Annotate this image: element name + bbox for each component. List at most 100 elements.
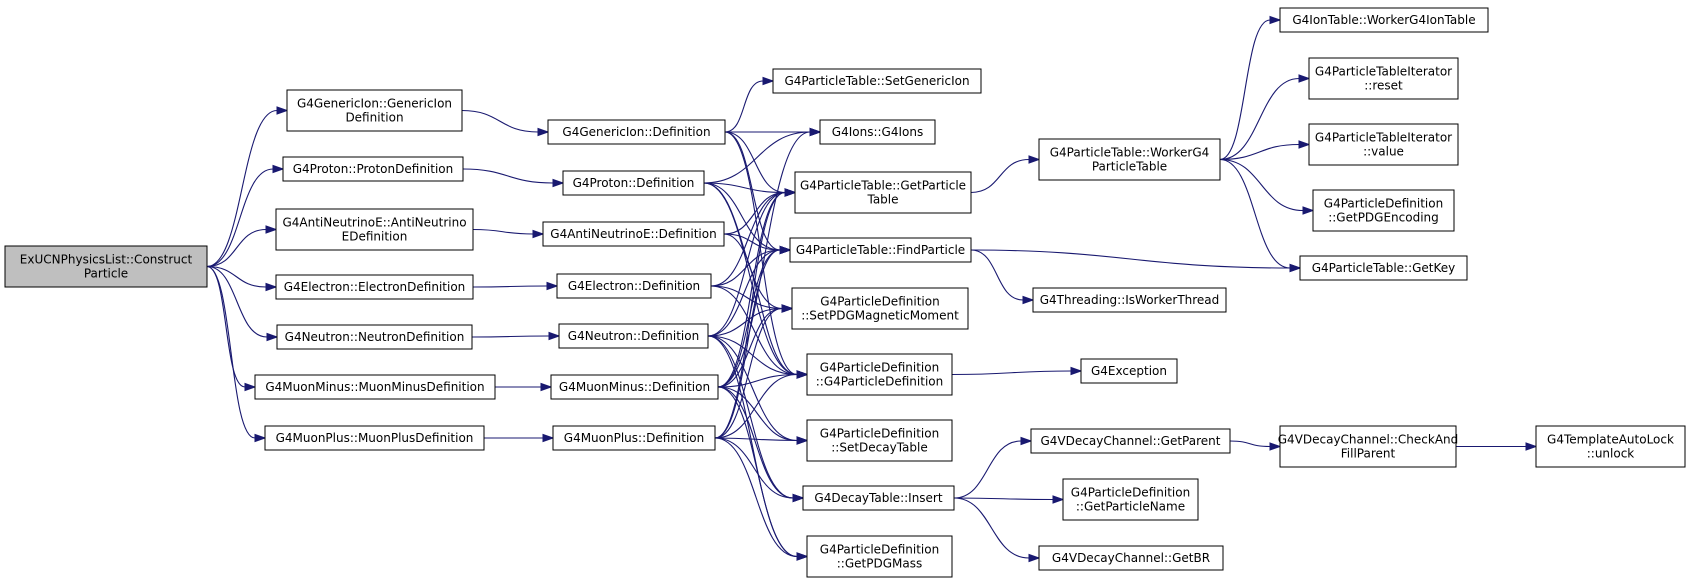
arrowhead-icon — [254, 433, 267, 443]
node-set_dt[interactable]: G4ParticleDefinition::SetDecayTable — [806, 419, 953, 462]
node-box — [562, 170, 705, 196]
arrowhead-icon — [1525, 442, 1538, 451]
edge-root-to-pr_def0 — [206, 164, 285, 268]
node-box — [794, 171, 972, 214]
node-mp_def0[interactable]: G4MuonPlus::MuonPlusDefinition — [264, 425, 485, 451]
arrowhead-icon — [1298, 74, 1311, 83]
node-set_mm[interactable]: G4ParticleDefinition::SetPDGMagneticMome… — [791, 287, 969, 330]
node-find_p[interactable]: G4ParticleTable::FindParticle — [789, 237, 972, 263]
edge-mp_def-to-get_pt — [714, 188, 797, 439]
edge-line — [953, 497, 1030, 559]
node-pd_ctor[interactable]: G4ParticleDefinition::G4ParticleDefiniti… — [806, 353, 953, 396]
edge-line — [717, 307, 783, 388]
node-label: FillParent — [1341, 447, 1396, 461]
arrowhead-icon — [781, 304, 794, 313]
node-label: G4GenericIon::Definition — [562, 125, 710, 139]
arrowhead-icon — [1028, 553, 1041, 563]
node-box — [1312, 189, 1455, 232]
node-mm_def[interactable]: G4MuonMinus::Definition — [550, 374, 719, 400]
edge-root-to-ne_def0 — [206, 265, 279, 342]
node-label: G4ParticleDefinition — [820, 543, 939, 557]
node-box — [552, 425, 716, 451]
node-label: G4DecayTable::Insert — [814, 491, 942, 505]
node-label: ::unlock — [1587, 447, 1635, 461]
edge-worker_pt-to-worker_ion — [1219, 15, 1282, 161]
edge-line — [707, 191, 786, 337]
arrowhead-icon — [1298, 140, 1311, 149]
edge-line — [472, 228, 534, 235]
edge-get_parent-to-check_fill — [1229, 440, 1282, 451]
edge-line — [714, 307, 783, 439]
edge-line — [717, 386, 794, 499]
node-is_worker[interactable]: G4Threading::IsWorkerThread — [1032, 287, 1227, 313]
arrowhead-icon — [546, 281, 559, 291]
arrowhead-icon — [1302, 206, 1315, 215]
node-label: Table — [866, 193, 898, 207]
node-set_gi[interactable]: G4ParticleTable::SetGenericIon — [772, 68, 982, 94]
node-ions[interactable]: G4Ions::G4Ions — [819, 119, 936, 145]
node-box — [1279, 7, 1489, 33]
edge-mp_def-to-get_mass — [714, 437, 809, 561]
node-worker_ion[interactable]: G4IonTable::WorkerG4IonTable — [1279, 7, 1489, 33]
edge-line — [703, 182, 781, 251]
node-mm_def0[interactable]: G4MuonMinus::MuonMinusDefinition — [254, 374, 496, 400]
node-an_def[interactable]: G4AntiNeutrinoE::Definition — [542, 221, 725, 247]
edge-line — [724, 80, 764, 133]
node-label: ::GetPDGEncoding — [1328, 211, 1439, 225]
edge-pd_ctor-to-exception — [951, 366, 1083, 376]
node-get_enc[interactable]: G4ParticleDefinition::GetPDGEncoding — [1312, 189, 1455, 232]
node-box — [806, 419, 953, 462]
node-exception[interactable]: G4Exception — [1080, 358, 1178, 384]
node-pr_def[interactable]: G4Proton::Definition — [562, 170, 705, 196]
node-box — [4, 245, 208, 288]
node-el_def0[interactable]: G4Electron::ElectronDefinition — [275, 274, 474, 300]
node-label: G4GenericIon::GenericIon — [297, 97, 452, 111]
node-label: G4ParticleTable::SetGenericIon — [784, 74, 969, 88]
node-it_value[interactable]: G4ParticleTableIterator::value — [1308, 123, 1459, 166]
node-get_mass[interactable]: G4ParticleDefinition::GetPDGMass — [806, 535, 953, 578]
node-label: ExUCNPhysicsList::Construct — [20, 253, 193, 267]
edge-worker_pt-to-it_reset — [1219, 74, 1311, 161]
edge-line — [707, 335, 794, 499]
edge-pr_def0-to-pr_def — [462, 168, 565, 188]
node-box — [1535, 425, 1686, 468]
node-unlock[interactable]: G4TemplateAutoLock::unlock — [1535, 425, 1686, 468]
edge-line — [206, 228, 267, 268]
node-gi_def[interactable]: G4GenericIon::Definition — [547, 119, 726, 145]
node-label: G4Ions::G4Ions — [832, 125, 923, 139]
arrowhead-icon — [542, 433, 555, 443]
node-dt_ins[interactable]: G4DecayTable::Insert — [802, 485, 955, 511]
node-pr_def0[interactable]: G4Proton::ProtonDefinition — [282, 156, 464, 182]
edge-line — [707, 335, 798, 376]
edge-line — [707, 307, 783, 337]
edge-an_def-to-get_pt — [723, 188, 797, 235]
node-ne_def[interactable]: G4Neutron::Definition — [558, 323, 709, 349]
arrowhead-icon — [244, 382, 257, 392]
node-get_pname[interactable]: G4ParticleDefinition::GetParticleName — [1062, 478, 1199, 521]
node-box — [1030, 428, 1231, 454]
edge-line — [206, 265, 267, 288]
node-box — [556, 273, 712, 299]
node-it_reset[interactable]: G4ParticleTableIterator::reset — [1308, 57, 1459, 100]
arrowhead-icon — [809, 127, 822, 137]
node-mp_def[interactable]: G4MuonPlus::Definition — [552, 425, 716, 451]
node-get_key[interactable]: G4ParticleTable::GetKey — [1299, 255, 1468, 281]
node-el_def[interactable]: G4Electron::Definition — [556, 273, 712, 299]
node-box — [1308, 57, 1459, 100]
node-label: ::SetPDGMagneticMoment — [801, 309, 959, 323]
edge-line — [717, 131, 811, 388]
edge-ne_def0-to-ne_def — [471, 331, 561, 341]
node-label: G4VDecayChannel::GetParent — [1041, 434, 1221, 448]
node-get_br[interactable]: G4VDecayChannel::GetBR — [1038, 545, 1224, 571]
arrowhead-icon — [552, 178, 565, 188]
node-ne_def0[interactable]: G4Neutron::NeutronDefinition — [276, 324, 473, 350]
edge-gi_def-to-set_gi — [724, 76, 775, 133]
arrowhead-icon — [266, 332, 279, 342]
node-get_parent[interactable]: G4VDecayChannel::GetParent — [1030, 428, 1231, 454]
